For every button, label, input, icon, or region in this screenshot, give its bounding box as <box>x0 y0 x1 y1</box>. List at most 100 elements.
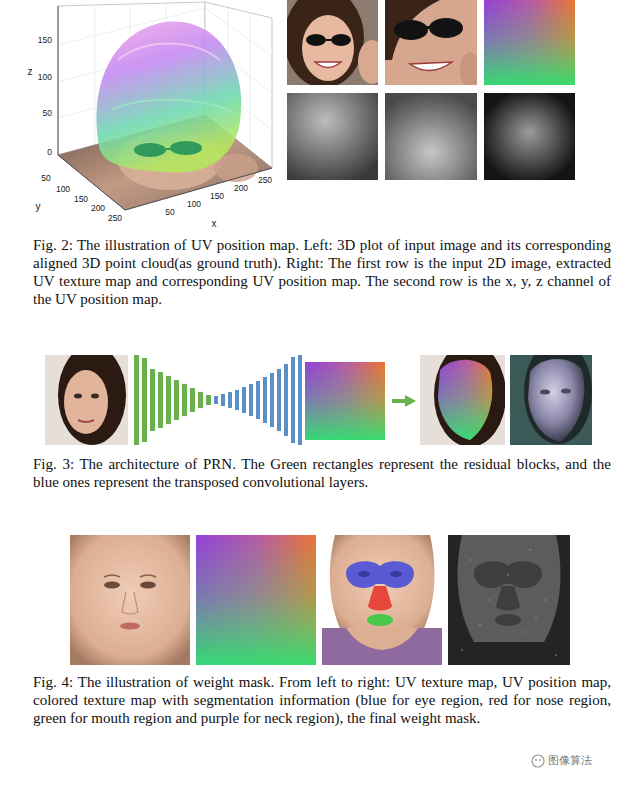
ellipse-shape <box>287 0 364 85</box>
ellipse-shape <box>358 40 378 84</box>
path-shape <box>474 561 542 588</box>
rect-shape <box>142 358 147 442</box>
ellipse-shape <box>331 34 351 46</box>
input-photo <box>287 0 378 85</box>
path-shape <box>438 360 492 440</box>
circle-shape <box>535 617 537 619</box>
rect-shape <box>174 380 179 420</box>
uv-position-map-shade <box>196 535 316 665</box>
uv-position-map-shade <box>484 0 575 85</box>
ellipse-shape <box>74 394 82 399</box>
line-shape <box>58 155 125 210</box>
circle-shape <box>532 755 544 767</box>
line-shape <box>166 148 170 150</box>
residual-blocks <box>134 355 211 445</box>
tick-label: 200 <box>91 203 105 213</box>
circle-shape <box>469 559 471 561</box>
ellipse-shape <box>429 18 463 38</box>
path-shape <box>315 62 341 68</box>
line-shape <box>125 168 272 210</box>
watermark-icon <box>532 755 544 767</box>
ellipse-shape <box>434 355 505 445</box>
segmentation-map <box>322 535 442 665</box>
tick-label: 150 <box>74 194 88 204</box>
path-shape <box>438 360 492 440</box>
path-shape <box>346 561 414 588</box>
tick-label: 200 <box>234 183 248 193</box>
path-shape <box>458 535 561 642</box>
line-shape <box>95 5 96 146</box>
rect-shape <box>134 355 139 445</box>
ellipse-shape <box>104 582 120 589</box>
circle-shape <box>555 654 557 656</box>
path-shape <box>330 535 435 640</box>
tick-label: 100 <box>56 184 70 194</box>
circle-shape <box>535 759 537 761</box>
uv-position-map <box>484 0 575 85</box>
ellipse-shape <box>302 15 354 81</box>
rect-shape <box>420 26 434 29</box>
rect-shape <box>270 373 274 427</box>
ellipse-shape <box>367 614 393 626</box>
x-channel-map <box>287 93 378 180</box>
figure-caption: Fig. 4: The illustration of weight mask.… <box>33 673 611 727</box>
tick-label: 50 <box>41 173 50 183</box>
circle-shape <box>539 759 541 761</box>
line-shape <box>392 399 407 403</box>
path-shape <box>104 575 156 577</box>
ellipse-shape <box>495 614 521 626</box>
ellipse-shape <box>170 141 202 155</box>
path-shape <box>496 586 520 611</box>
rect-shape <box>228 392 232 408</box>
rect-shape <box>235 390 239 410</box>
rect-shape <box>242 387 246 413</box>
tick-label: 50 <box>43 108 52 118</box>
reconstructed-face <box>510 355 592 445</box>
ellipse-shape <box>358 571 370 577</box>
path-shape <box>410 62 452 71</box>
rect-shape <box>221 394 225 406</box>
path-shape <box>112 100 232 112</box>
circle-shape <box>524 631 526 633</box>
circle-shape <box>529 549 531 551</box>
output-position-map <box>305 362 385 440</box>
tick-label: 150 <box>38 35 52 45</box>
tick-label: 100 <box>187 199 201 209</box>
g-shape <box>461 549 557 656</box>
circle-shape <box>479 624 481 626</box>
weight-mask <box>448 535 570 665</box>
circle-shape <box>544 599 546 601</box>
circle-shape <box>507 574 509 576</box>
path-shape <box>118 43 220 60</box>
z-channel-map <box>484 93 575 180</box>
circle-shape <box>489 599 491 601</box>
ellipse-shape <box>540 390 550 395</box>
cropped-face <box>385 0 477 85</box>
rect-shape <box>284 364 288 436</box>
output-position-map-shade <box>305 362 385 440</box>
ellipse-shape <box>134 143 166 157</box>
rect-shape <box>291 357 295 443</box>
tick-label: 250 <box>258 175 272 185</box>
rect-shape <box>249 384 253 416</box>
rect-shape <box>298 355 302 445</box>
line-shape <box>326 39 331 41</box>
rect-shape <box>322 628 442 665</box>
plot-3d <box>58 2 272 210</box>
tick-label: 50 <box>165 207 174 217</box>
ellipse-shape <box>561 389 571 394</box>
rect-shape <box>256 381 260 419</box>
axis-name: z <box>28 66 33 78</box>
circle-shape <box>461 649 463 651</box>
ellipse-shape <box>58 355 126 445</box>
path-shape <box>122 592 138 614</box>
ellipse-shape <box>460 52 477 85</box>
rect-shape <box>322 535 442 665</box>
axis-name: y <box>36 201 41 213</box>
rect-shape <box>263 377 267 423</box>
rect-shape <box>182 384 187 416</box>
ellipse-shape <box>390 571 402 577</box>
rect-shape <box>166 376 171 424</box>
figure-caption: Fig. 3: The architecture of PRN. The Gre… <box>33 455 611 491</box>
